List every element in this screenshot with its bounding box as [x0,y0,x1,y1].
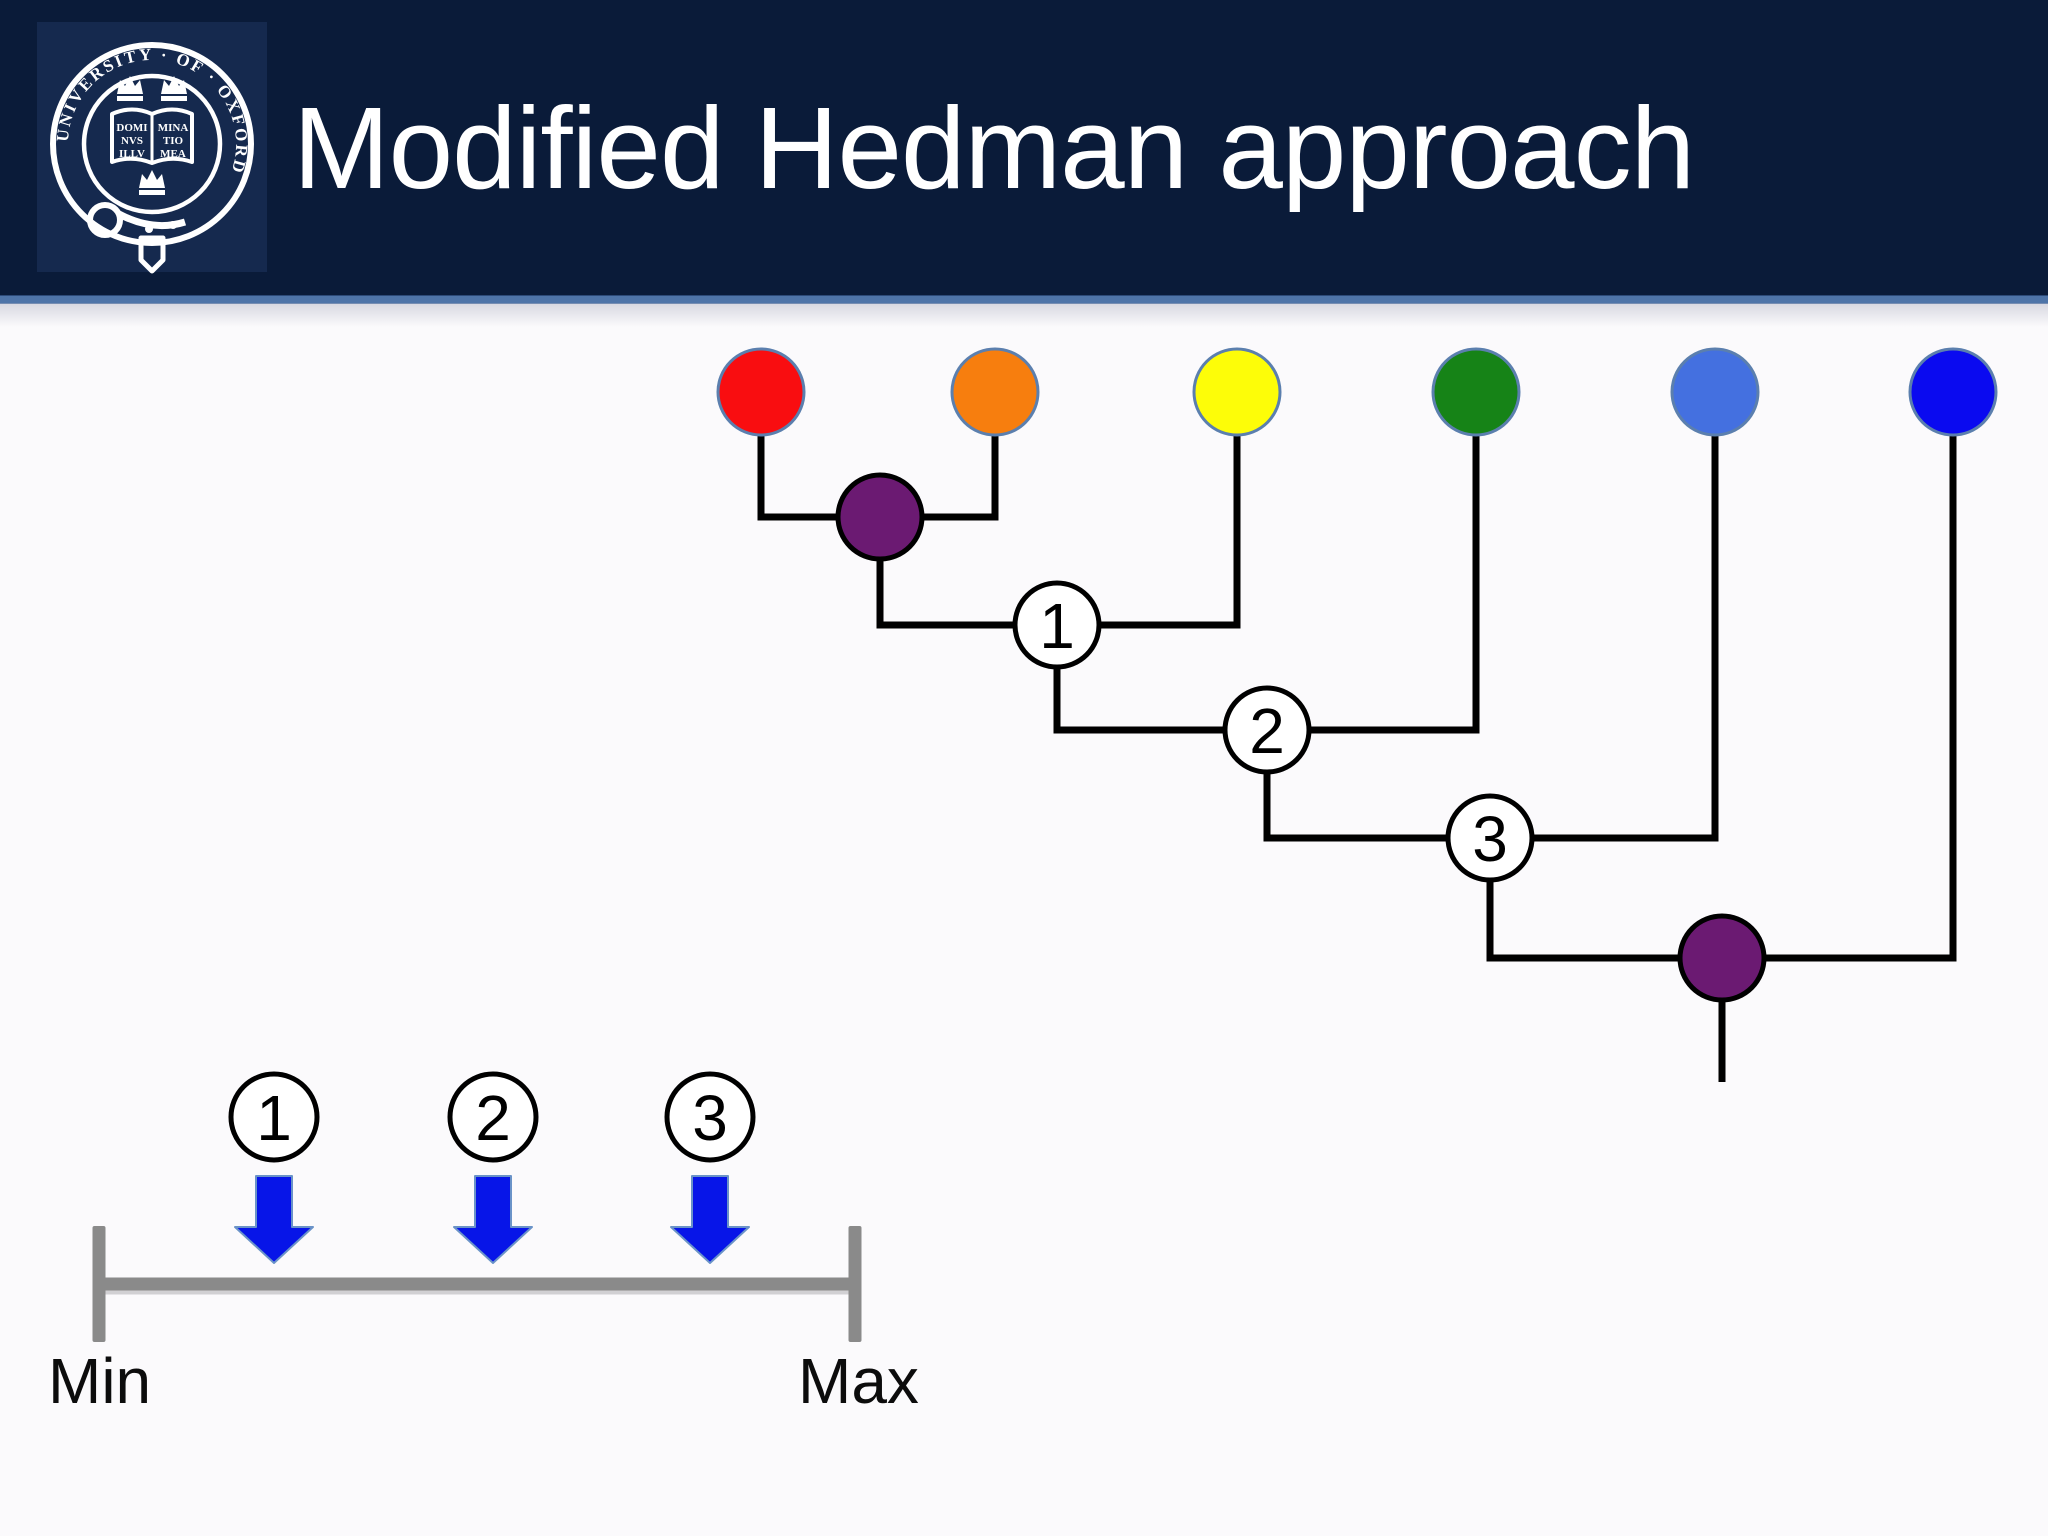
timeline-bar-shadow [99,1290,855,1295]
timeline-cap-max [848,1226,862,1342]
down-arrow-icon-1 [234,1175,314,1264]
tree-node-clade-root [1677,913,1767,1003]
motto-word: NVS [121,135,143,147]
timeline-marker-2 [447,1071,539,1163]
tree-tip-green [1431,347,1521,437]
motto-word: MINA [158,122,189,134]
timeline-cap-min [92,1226,106,1342]
timeline-marker-label-3: 3 [692,1082,728,1154]
tree-node-calibration-1 [1012,580,1102,670]
open-book-icon: DOMI NVS ILLV MINA TIO MEA [110,107,194,165]
header-divider [0,295,2048,304]
header-shadow [0,303,2048,327]
down-arrow-icon-2 [453,1175,533,1264]
tree-edge [1263,435,1719,842]
belt-buckle-icon [87,202,187,274]
tree-node-label-calibration-1: 1 [1039,590,1075,662]
tree-tip-yellow [1192,347,1282,437]
tree-node-label-calibration-2: 2 [1249,695,1285,767]
crown-icon [139,170,165,195]
timeline-bar [99,1277,855,1291]
motto-word: TIO [163,135,184,147]
crown-icon [117,76,187,101]
slide-title: Modified Hedman approach [293,82,1695,213]
logo-inner-ring [81,73,223,215]
timeline-min-label: Min [48,1345,151,1417]
tree-tip-blue [1908,347,1998,437]
tree-tip-cornflower-blue [1670,347,1760,437]
logo-outer-ring [50,42,254,246]
timeline-marker-3 [664,1071,756,1163]
tree-edge [1486,435,1957,962]
tree-node-clade-a [835,472,925,562]
motto-word: MEA [160,148,186,160]
oxford-logo: UNIVERSITY · OF · OXFORD DOMI NVS ILLV M [37,22,267,274]
tree-node-calibration-2 [1222,685,1312,775]
timeline-max-label: Max [798,1345,919,1417]
motto-word: ILLV [119,148,145,160]
down-arrow-icon-3 [670,1175,750,1264]
tree-node-label-calibration-3: 3 [1472,803,1508,875]
header-bar: UNIVERSITY · OF · OXFORD DOMI NVS ILLV M [0,0,2048,295]
tree-node-calibration-3 [1445,793,1535,883]
timeline-marker-label-2: 2 [475,1082,511,1154]
motto-word: DOMI [116,122,147,134]
tree-tip-red [716,347,806,437]
timeline-marker-label-1: 1 [256,1082,292,1154]
timeline-marker-1 [228,1071,320,1163]
tree-tip-orange [950,347,1040,437]
